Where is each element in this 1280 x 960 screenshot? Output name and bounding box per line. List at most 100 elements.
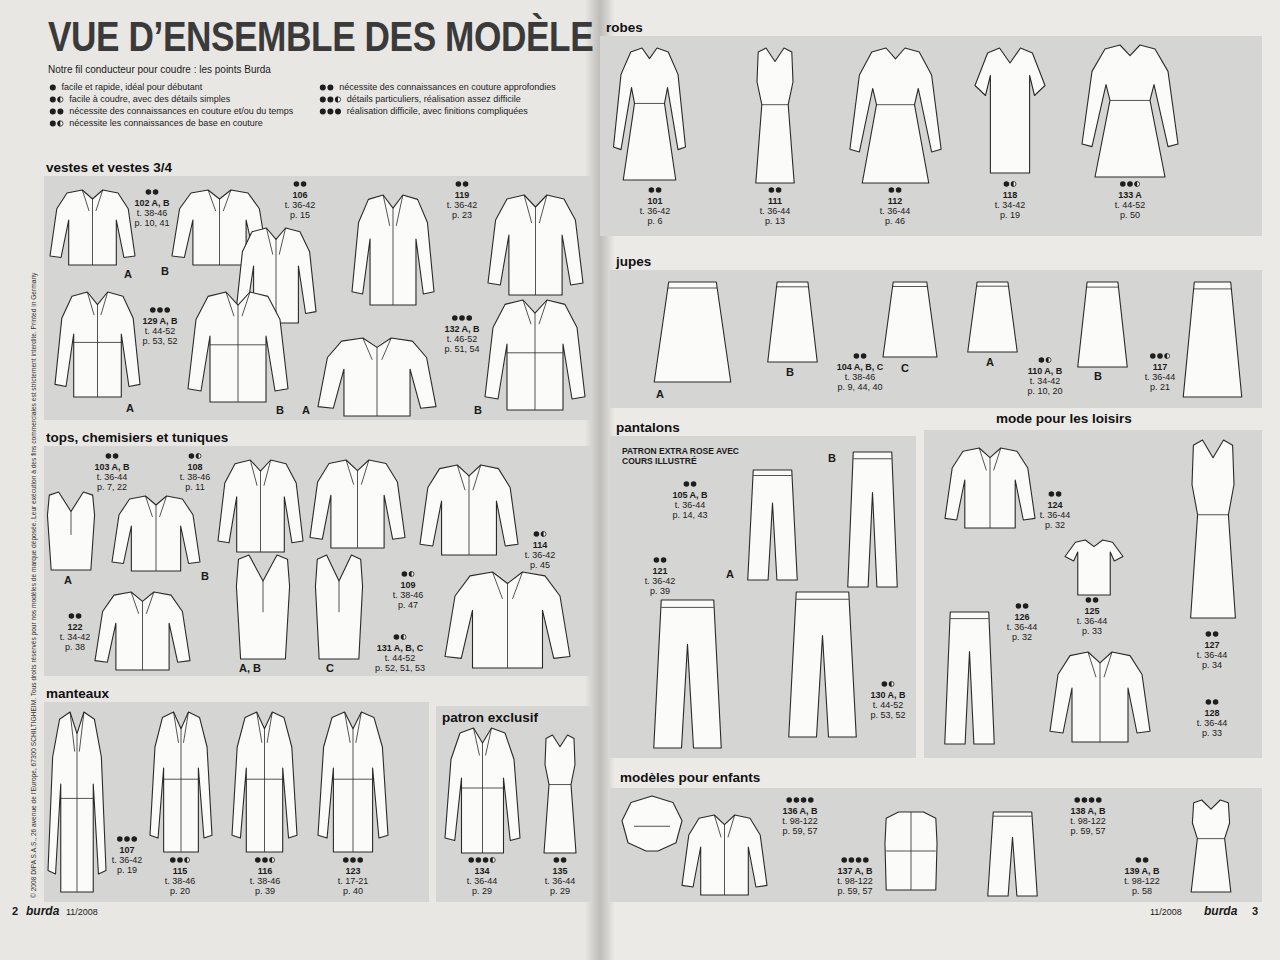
difficulty-dot: [649, 187, 655, 193]
garment-detail: [635, 103, 665, 104]
difficulty-symbol: [318, 107, 343, 116]
difficulty-half-fill: [269, 857, 272, 863]
garment-detail: [164, 779, 199, 780]
difficulty-dot: [456, 181, 462, 187]
difficulty-dot: [357, 857, 363, 863]
garment-detail: [260, 471, 261, 552]
garment-drawing: [1082, 45, 1178, 177]
size-range: t. 36-44: [1039, 510, 1072, 520]
page-reference: p. 50: [1119, 210, 1141, 220]
difficulty-dot: [794, 797, 800, 803]
difficulty-dot: [350, 857, 356, 863]
model-number: 110 A, B: [1027, 366, 1064, 376]
difficulty-half-dot: [185, 858, 190, 863]
page-reference: p. 19: [999, 210, 1021, 220]
variant-letter: A: [655, 388, 665, 400]
garment-detail: [1110, 100, 1150, 101]
garment-detail: [208, 190, 216, 211]
difficulty-half-fill: [1011, 181, 1014, 187]
garment-detail: [462, 788, 504, 789]
difficulty-dot: [1074, 797, 1080, 803]
garment-detail: [183, 712, 188, 743]
page-reference: p. 33: [1081, 626, 1103, 636]
legend-text: facile et rapide, idéal pour débutant: [62, 82, 203, 93]
garment-detail: [714, 815, 721, 837]
garment-detail: [393, 208, 394, 305]
legend-row: facile et rapide, idéal pour débutant: [48, 82, 202, 93]
section-heading: patron exclusif: [442, 709, 538, 726]
garment-drawing: [748, 470, 798, 580]
panel-background: [44, 158, 592, 420]
garment-drawing: [883, 282, 937, 357]
model-number: 139 A, B: [1123, 866, 1160, 876]
variant-letter: A: [125, 402, 135, 414]
garment-detail: [356, 712, 362, 743]
garment-detail: [535, 207, 536, 295]
difficulty-dot: [69, 613, 75, 619]
difficulty-symbol: [48, 83, 58, 92]
garment-detail: [668, 288, 717, 289]
section-heading: manteaux: [46, 685, 109, 702]
difficulty-dot: [841, 857, 847, 863]
variant-letter: A: [301, 404, 311, 416]
garment-detail: [1104, 652, 1112, 677]
garment-detail: [977, 286, 1009, 287]
garment-detail: [174, 712, 179, 743]
model-number: 103 A, B: [93, 462, 130, 472]
page-reference: p. 32: [1044, 520, 1066, 530]
legend-text: nécessite des connaissances en couture a…: [339, 82, 556, 93]
garment-detail: [160, 496, 167, 517]
garment-detail: [507, 352, 563, 353]
section-heading: jupes: [616, 253, 651, 270]
difficulty-dot: [1157, 353, 1163, 359]
size-range: t. 36-42: [284, 200, 317, 210]
difficulty-dot: [117, 836, 123, 842]
garment-detail: [242, 292, 250, 316]
garment-detail: [361, 460, 369, 485]
garment-drawing: [150, 712, 212, 852]
difficulty-dot: [776, 187, 782, 193]
difficulty-dot: [177, 857, 183, 863]
difficulty-dot: [856, 857, 862, 863]
garment-detail: [1194, 288, 1232, 289]
difficulty-dot: [684, 481, 690, 487]
model-number: 127: [1203, 640, 1220, 650]
size-range: t. 36-44: [544, 876, 577, 886]
garment-detail: [279, 228, 285, 255]
difficulty-dot: [1213, 631, 1219, 637]
panel-background: [610, 768, 1262, 902]
garment-detail: [396, 195, 403, 226]
issue-date: 11/2008: [66, 905, 98, 917]
difficulty-dot: [164, 307, 170, 313]
garment-drawing: [420, 465, 518, 555]
garment-detail: [535, 313, 536, 410]
difficulty-half-fill: [889, 681, 892, 687]
garment-drawing: [682, 815, 767, 895]
legend-row: nécessite des connaissances en couture e…: [48, 106, 293, 117]
page-reference: p. 53, 52: [869, 710, 906, 720]
model-number: 105 A, B: [671, 490, 708, 500]
garment-drawing: [768, 282, 818, 362]
garment-detail: [96, 190, 103, 211]
difficulty-half-fill: [57, 97, 60, 103]
variant-letter: A: [123, 268, 133, 280]
garment-detail: [728, 815, 735, 837]
garment-detail: [661, 607, 714, 608]
garment-detail: [264, 460, 271, 486]
garment-detail: [246, 779, 282, 780]
garment-drawing: [95, 592, 190, 670]
model-number: 112: [887, 196, 904, 206]
difficulty-dot: [452, 315, 458, 321]
garment-detail: [92, 199, 93, 265]
model-number: 134: [473, 866, 490, 876]
difficulty-half-fill: [196, 453, 199, 459]
difficulty-dot: [76, 613, 82, 619]
difficulty-symbol: [48, 107, 65, 116]
difficulty-dot: [1093, 597, 1099, 603]
model-number: 129 A, B: [141, 316, 178, 326]
page-reference: p. 59, 57: [836, 886, 873, 896]
model-number: 138 A, B: [1069, 806, 1106, 816]
garment-drawing: [988, 812, 1038, 896]
section-heading: modèles pour enfants: [620, 769, 760, 786]
garment-drawing: [614, 48, 686, 180]
